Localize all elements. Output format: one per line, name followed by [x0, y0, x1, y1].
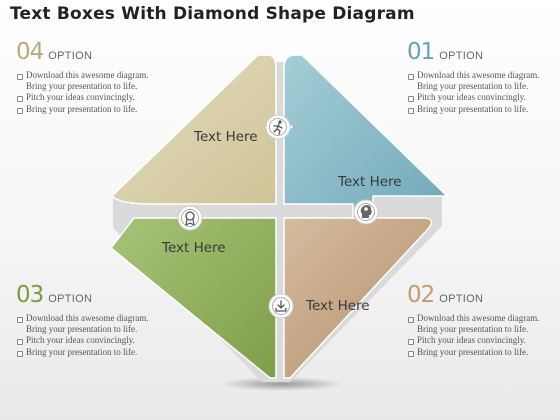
petal-bottom-left: [110, 207, 277, 379]
petal-bottom-right-text: Text Here: [305, 298, 370, 314]
bullet-item: Download this awesome diagram.: [407, 70, 539, 81]
bullet-item: Pitch your ideas convincingly.: [16, 92, 148, 103]
petal-top-right-text: Text Here: [337, 174, 402, 190]
petal-bottom-left-text: Text Here: [161, 240, 226, 256]
bullet-item: Download this awesome diagram.: [407, 313, 539, 324]
option-01-bullets: Download this awesome diagram. Bring you…: [407, 70, 539, 115]
download-tray-icon: [268, 293, 294, 319]
petal-top-left-text: Text Here: [193, 129, 258, 145]
floor-shadow: [220, 377, 344, 391]
option-01-label: OPTION: [439, 50, 484, 62]
award-medal-icon: [177, 205, 203, 231]
bullet-item: Bring your presentation to life.: [26, 324, 138, 335]
bullet-item: Bring your presentation to life.: [16, 347, 148, 358]
bullet-item: Bring your presentation to life.: [26, 81, 138, 92]
option-02-block: 02 OPTION Download this awesome diagram.…: [407, 283, 539, 358]
option-03-label: OPTION: [48, 293, 93, 305]
bullet-item: Bring your presentation to life.: [417, 324, 529, 335]
bullet-item: Download this awesome diagram.: [16, 70, 148, 81]
option-03-bullets: Download this awesome diagram. Bring you…: [16, 313, 148, 358]
option-04-bullets: Download this awesome diagram. Bring you…: [16, 70, 148, 115]
option-01-number: 01: [407, 39, 435, 65]
bullet-item: Bring your presentation to life.: [407, 104, 539, 115]
option-04-number: 04: [16, 39, 44, 65]
head-gear-icon: [353, 199, 379, 225]
bullet-item: Pitch your ideas convincingly.: [407, 335, 539, 346]
bullet-item: Bring your presentation to life.: [417, 81, 529, 92]
page-title: Text Boxes With Diamond Shape Diagram: [10, 4, 415, 24]
bullet-item: Pitch your ideas convincingly.: [16, 335, 148, 346]
bullet-item: Bring your presentation to life.: [16, 104, 148, 115]
option-01-block: 01 OPTION Download this awesome diagram.…: [407, 40, 539, 115]
option-02-bullets: Download this awesome diagram. Bring you…: [407, 313, 539, 358]
bullet-item: Bring your presentation to life.: [407, 347, 539, 358]
option-04-block: 04 OPTION Download this awesome diagram.…: [16, 40, 148, 115]
option-02-number: 02: [407, 282, 435, 308]
bullet-item: Pitch your ideas convincingly.: [407, 92, 539, 103]
option-03-number: 03: [16, 282, 44, 308]
running-man-icon: [265, 114, 291, 140]
option-02-label: OPTION: [439, 293, 484, 305]
option-04-label: OPTION: [48, 50, 93, 62]
option-03-block: 03 OPTION Download this awesome diagram.…: [16, 283, 148, 358]
bullet-item: Download this awesome diagram.: [16, 313, 148, 324]
